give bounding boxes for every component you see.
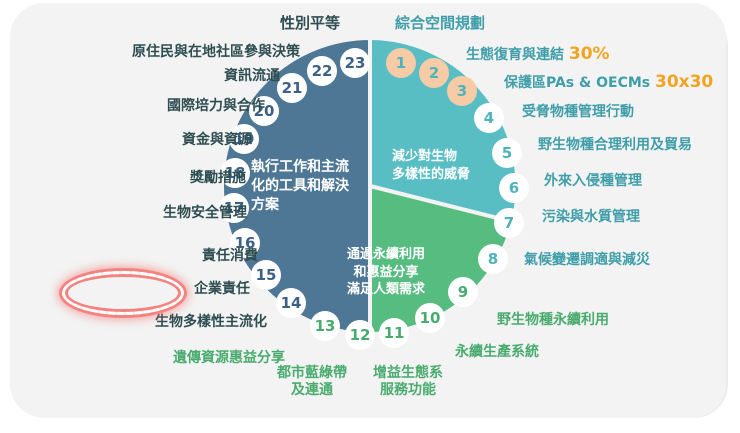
target-marker-18[interactable]: 18 — [220, 158, 250, 188]
target-label-16: 責任消費 — [202, 248, 258, 264]
target-label-1-text: 生態復育與連結 — [466, 47, 564, 63]
target-label-2-value: 30x30 — [654, 72, 714, 92]
target-number-15: 15 — [255, 266, 277, 284]
target-number-6: 6 — [508, 179, 520, 197]
target-label-13: 遺傳資源惠益分享 — [173, 350, 285, 366]
target-number-2: 2 — [428, 64, 440, 82]
segment-label-navy-line3: 方案 — [251, 196, 279, 213]
target-marker-21[interactable]: 21 — [277, 73, 307, 103]
target-marker-20[interactable]: 20 — [249, 96, 279, 126]
segment-label-navy-line1: 執行工作和主流 — [251, 159, 349, 175]
segment-label-green-line3: 滿足人類需求 — [346, 282, 425, 298]
segment-label-teal-line1: 減少對生物 — [392, 149, 458, 164]
target-label-20: 國際培力與合作 — [167, 98, 265, 114]
target-label-17: 生物安全管理 — [163, 205, 247, 221]
segment-label-navy-line2: 化的工具和解決 — [251, 177, 349, 194]
target-marker-10[interactable]: 10 — [415, 303, 445, 333]
target-label-19: 資金與資源 — [182, 132, 252, 148]
target-label-5: 外來入侵種管理 — [544, 173, 642, 189]
target-number-11: 11 — [383, 324, 405, 342]
target-label-12: 都市藍綠帶 及連通 — [262, 365, 362, 399]
target-number-22: 22 — [311, 62, 333, 80]
target-marker-15[interactable]: 15 — [251, 260, 281, 290]
segment-label-green-line1: 通過永續利用 — [346, 247, 425, 262]
goal-label-gender-equality: 性別平等 — [279, 14, 340, 32]
target-marker-16[interactable]: 16 — [230, 228, 260, 258]
target-marker-13[interactable]: 13 — [310, 311, 340, 341]
target-label-12-line2: 及連通 — [291, 382, 333, 399]
target-marker-3[interactable]: 3 — [447, 76, 477, 106]
target-marker-2[interactable]: 2 — [419, 58, 449, 88]
target-number-13: 13 — [314, 317, 336, 335]
target-label-3: 受脅物種管理行動 — [522, 104, 634, 120]
target-label-10: 永續生產系統 — [455, 344, 539, 360]
target-number-17: 17 — [223, 199, 245, 217]
target-marker-1[interactable]: 1 — [386, 48, 416, 78]
target-label-7: 氣候變遷調適與減災 — [524, 252, 650, 268]
target-marker-22[interactable]: 22 — [307, 56, 337, 86]
target-number-16: 16 — [234, 234, 256, 252]
target-marker-6[interactable]: 6 — [499, 173, 529, 203]
target-marker-11[interactable]: 11 — [379, 318, 409, 348]
target-number-7: 7 — [503, 214, 515, 232]
target-label-11-line2: 服務功能 — [380, 382, 436, 399]
target-label-1: 生態復育與連結 30% — [466, 44, 610, 65]
target-label-2-text: 保護區PAs & OECMs — [504, 75, 651, 91]
target-label-4: 野生物種合理利用及貿易 — [538, 137, 692, 153]
target-label-11-line1: 增益生態系 — [373, 365, 443, 381]
target-marker-4[interactable]: 4 — [474, 103, 504, 133]
target-number-18: 18 — [224, 164, 246, 182]
segment-label-teal-line2: 多樣性的威脅 — [392, 166, 471, 182]
target-number-8: 8 — [487, 250, 499, 268]
target-label-15: 企業責任 — [194, 281, 250, 297]
target-label-6: 污染與水質管理 — [542, 209, 640, 225]
segment-label-green: 通過永續利用 和惠益分享 滿足人類需求 — [330, 246, 442, 299]
target-marker-14[interactable]: 14 — [276, 288, 306, 318]
segment-label-green-line2: 和惠益分享 — [353, 264, 419, 280]
target-marker-17[interactable]: 17 — [219, 193, 249, 223]
segment-label-navy: 執行工作和主流 化的工具和解決 方案 — [251, 158, 381, 215]
target-marker-23[interactable]: 23 — [340, 48, 370, 78]
target-number-5: 5 — [501, 144, 513, 162]
target-number-1: 1 — [395, 54, 407, 72]
target-label-22: 原住民與在地社區參與決策 — [132, 44, 300, 60]
target-number-20: 20 — [253, 102, 275, 120]
target-label-2: 保護區PAs & OECMs 30x30 — [504, 72, 713, 93]
target-label-21: 資訊流通 — [224, 68, 280, 84]
target-marker-5[interactable]: 5 — [492, 138, 522, 168]
target-marker-12[interactable]: 12 — [345, 320, 375, 350]
target-label-11: 增益生態系 服務功能 — [353, 365, 463, 399]
target-label-18: 獎勵措施 — [190, 170, 246, 186]
target-number-3: 3 — [456, 82, 468, 100]
target-marker-7[interactable]: 7 — [494, 208, 524, 238]
target-number-4: 4 — [483, 109, 495, 127]
target-number-19: 19 — [233, 130, 255, 148]
target-number-10: 10 — [419, 309, 441, 327]
goal-label-spatial-planning: 綜合空間規劃 — [395, 14, 486, 32]
target-number-9: 9 — [457, 283, 469, 301]
target-label-1-value: 30% — [568, 44, 610, 64]
target-label-14: 生物多樣性主流化 — [155, 314, 267, 330]
target-marker-19[interactable]: 19 — [229, 124, 259, 154]
target-number-12: 12 — [349, 326, 371, 344]
target-marker-9[interactable]: 9 — [448, 277, 478, 307]
target-label-9: 野生物種永續利用 — [497, 312, 609, 328]
target-number-23: 23 — [344, 54, 366, 72]
target-marker-8[interactable]: 8 — [478, 244, 508, 274]
target-number-21: 21 — [281, 79, 303, 97]
target-number-14: 14 — [280, 294, 302, 312]
segment-label-teal: 減少對生物 多樣性的威脅 — [392, 148, 502, 183]
target-label-12-line1: 都市藍綠帶 — [277, 365, 347, 381]
